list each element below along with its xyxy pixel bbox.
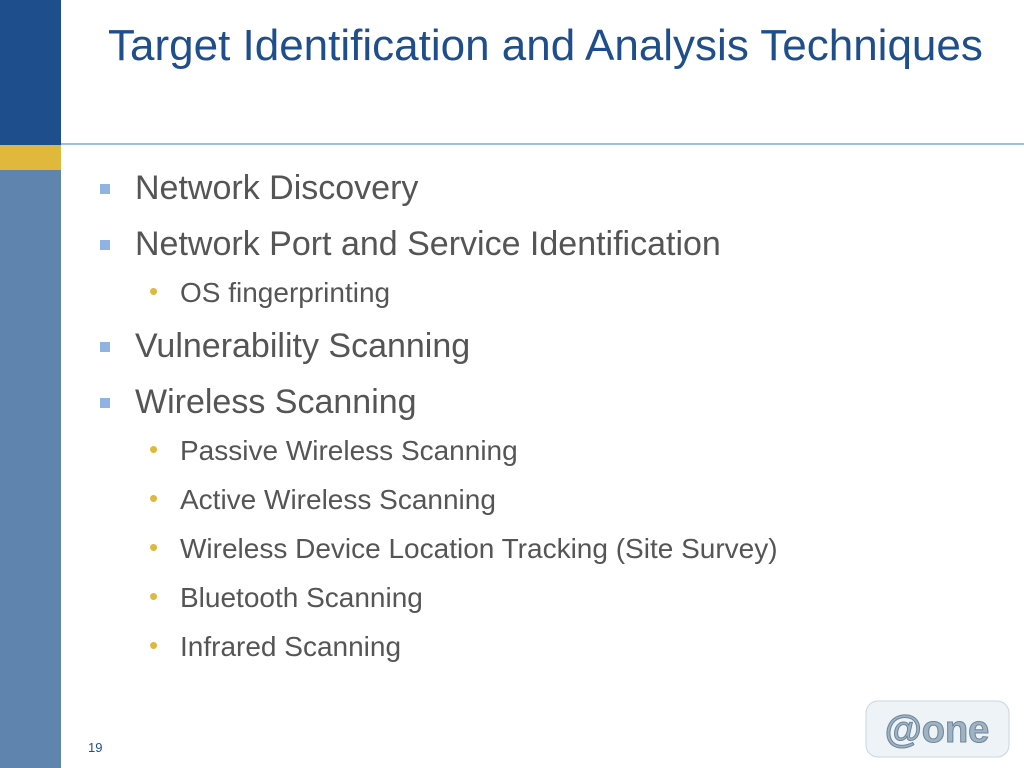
- sub-bullet-text: Wireless Device Location Tracking (Site …: [180, 533, 778, 564]
- bullet-port-service-identification: Network Port and Service Identification …: [97, 224, 997, 310]
- sub-bullet-infrared: • Infrared Scanning: [135, 630, 997, 664]
- dot-bullet-icon: •: [149, 532, 159, 562]
- square-bullet-icon: [100, 398, 110, 408]
- bullet-list: Network Discovery Network Port and Servi…: [97, 168, 997, 664]
- bullet-network-discovery: Network Discovery: [97, 168, 997, 208]
- sub-bullet-location-tracking: • Wireless Device Location Tracking (Sit…: [135, 532, 997, 566]
- svg-text:@one: @one: [885, 709, 990, 751]
- bullet-text: Network Port and Service Identification: [135, 225, 721, 263]
- sub-bullet-text: Active Wireless Scanning: [180, 484, 496, 515]
- sidebar-accent-stripe: [0, 145, 61, 170]
- square-bullet-icon: [100, 342, 110, 352]
- bullet-text: Network Discovery: [135, 169, 419, 207]
- sub-bullet-active-wireless: • Active Wireless Scanning: [135, 483, 997, 517]
- bullet-text: Vulnerability Scanning: [135, 327, 471, 365]
- dot-bullet-icon: •: [149, 483, 159, 513]
- square-bullet-icon: [100, 184, 110, 194]
- dot-bullet-icon: •: [149, 581, 159, 611]
- slide-title: Target Identification and Analysis Techn…: [108, 21, 983, 70]
- bullet-text: Wireless Scanning: [135, 383, 417, 421]
- bullet-wireless-scanning: Wireless Scanning • Passive Wireless Sca…: [97, 382, 997, 664]
- sub-bullet-text: Bluetooth Scanning: [180, 582, 423, 613]
- square-bullet-icon: [100, 240, 110, 250]
- title-divider: [61, 143, 1024, 145]
- sidebar-light-block: [0, 170, 61, 768]
- bullet-vulnerability-scanning: Vulnerability Scanning: [97, 326, 997, 366]
- page-number: 19: [88, 740, 103, 755]
- sub-bullet-list: • Passive Wireless Scanning • Active Wir…: [135, 434, 997, 664]
- sidebar-dark-block: [0, 0, 61, 145]
- dot-bullet-icon: •: [149, 434, 159, 464]
- one-logo: @one: [865, 700, 1010, 758]
- sub-bullet-text: Passive Wireless Scanning: [180, 435, 518, 466]
- sub-bullet-text: Infrared Scanning: [180, 631, 402, 662]
- dot-bullet-icon: •: [149, 276, 159, 306]
- dot-bullet-icon: •: [149, 630, 159, 660]
- sub-bullet-text: OS fingerprinting: [180, 277, 391, 308]
- sub-bullet-list: • OS fingerprinting: [135, 276, 997, 310]
- sub-bullet-os-fingerprinting: • OS fingerprinting: [135, 276, 997, 310]
- sub-bullet-passive-wireless: • Passive Wireless Scanning: [135, 434, 997, 468]
- sub-bullet-bluetooth: • Bluetooth Scanning: [135, 581, 997, 615]
